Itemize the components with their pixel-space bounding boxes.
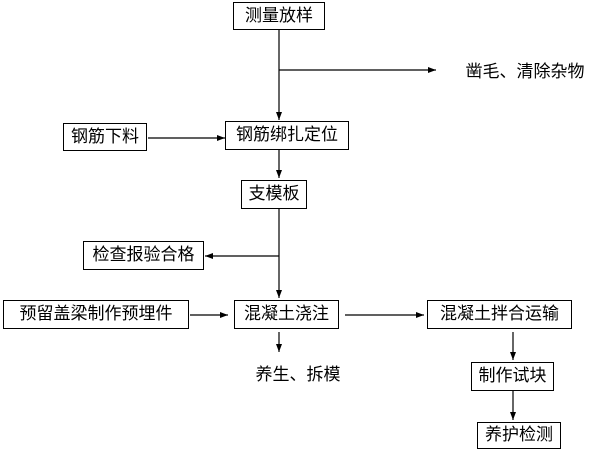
step-cure: 养生、拆模 (255, 364, 341, 385)
step-rebar-tie: 钢筋绑扎定位 (225, 121, 349, 150)
step-specimen: 制作试块 (471, 362, 554, 391)
step-measure: 测量放样 (233, 2, 325, 30)
step-formwork: 支模板 (241, 180, 307, 209)
step-pour: 混凝土浇注 (234, 300, 339, 329)
step-chisel: 凿毛、清除杂物 (465, 61, 585, 82)
step-inspect: 检查报验合格 (83, 241, 204, 270)
step-rebar-cut: 钢筋下料 (63, 123, 147, 151)
step-mix: 混凝土拌合运输 (427, 300, 572, 329)
step-embed: 预留盖梁制作预埋件 (3, 300, 189, 329)
step-test: 养护检测 (477, 422, 561, 449)
